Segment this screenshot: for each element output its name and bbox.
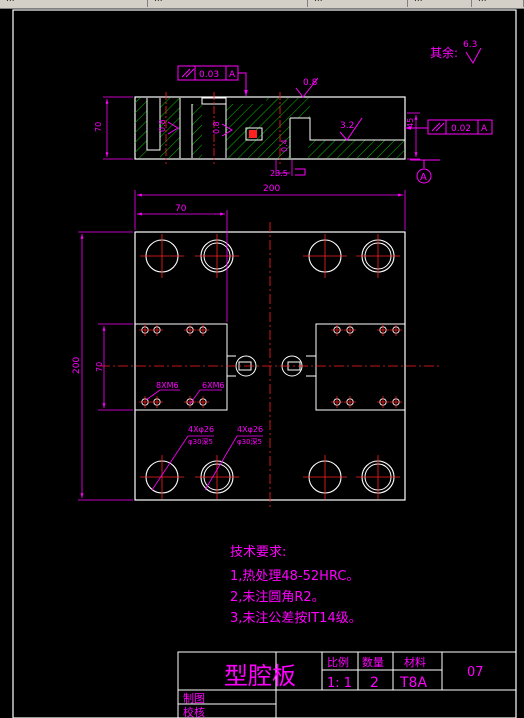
tab-3[interactable]: ... <box>308 0 408 7</box>
drawing-border <box>12 9 517 718</box>
svg-text:70: 70 <box>95 362 104 372</box>
threaded-hole <box>331 396 343 408</box>
threaded-hole <box>151 396 163 408</box>
svg-text:A: A <box>229 70 236 80</box>
svg-text:0.4: 0.4 <box>280 139 289 152</box>
parallelism-tolerance-frame: 0.02 A <box>405 119 493 135</box>
hatch-2 <box>160 98 180 158</box>
svg-text:8XM6: 8XM6 <box>156 381 179 390</box>
svg-text:数量: 数量 <box>362 656 384 669</box>
bore-hole <box>195 455 239 499</box>
general-roughness-note: 其余: 6.3 <box>430 40 482 64</box>
hatch-7 <box>290 98 310 118</box>
svg-text:1: 1: 1: 1 <box>327 676 352 691</box>
threaded-hole <box>344 324 356 336</box>
threaded-hole <box>139 324 151 336</box>
svg-text:T8A: T8A <box>399 675 427 691</box>
svg-text:φ30深5: φ30深5 <box>237 437 262 446</box>
note-3: 3,未注公差按IT14级。 <box>230 611 362 626</box>
svg-text:0.8: 0.8 <box>303 78 318 88</box>
svg-text:4Xφ26: 4Xφ26 <box>188 425 214 434</box>
svg-text:0.02: 0.02 <box>451 124 471 134</box>
bore-hole <box>356 234 400 278</box>
svg-text:0.8: 0.8 <box>158 119 167 132</box>
threaded-hole <box>139 396 151 408</box>
threaded-hole <box>377 396 389 408</box>
flatness-tolerance-frame: 0.03 A <box>177 65 248 96</box>
threaded-hole <box>197 324 209 336</box>
svg-text:4Xφ26: 4Xφ26 <box>237 425 263 434</box>
technical-requirements: 技术要求: 1,热处理48-52HRC。 2,未注圆角R2。 3,未注公差按IT… <box>230 545 362 626</box>
pocket-left <box>134 323 228 411</box>
svg-text:校核: 校核 <box>183 705 205 718</box>
svg-text:A: A <box>481 124 488 134</box>
hatch-5 <box>266 98 290 158</box>
tab-4[interactable]: ... <box>408 0 472 7</box>
hole-callouts: 8XM6 6XM6 4Xφ26 φ30深5 4Xφ26 φ30深5 <box>145 381 263 491</box>
bore-hole <box>303 234 347 278</box>
svg-text:A: A <box>420 172 427 183</box>
pocket-right <box>315 323 406 411</box>
bore-hole <box>195 234 239 278</box>
threaded-hole <box>184 324 196 336</box>
bore-hole <box>140 234 184 278</box>
plan-view <box>100 222 440 510</box>
threaded-hole <box>377 324 389 336</box>
datum-a-symbol: A <box>410 159 440 184</box>
document-tab-bar: ... ... ... ... ... <box>0 0 524 9</box>
bore-hole <box>140 455 184 499</box>
tab-1[interactable]: ... <box>0 0 148 7</box>
part-name: 型腔板 <box>224 662 296 690</box>
section-dimensions: 70 45 23.5 <box>94 96 420 178</box>
svg-text:材料: 材料 <box>404 655 426 669</box>
threaded-hole <box>151 324 163 336</box>
threaded-hole <box>184 396 196 408</box>
svg-text:3.2: 3.2 <box>340 121 354 131</box>
svg-text:0.8: 0.8 <box>212 121 221 134</box>
svg-text:45: 45 <box>406 118 415 128</box>
bore-hole <box>303 455 347 499</box>
guide-bores <box>140 234 400 499</box>
title-block: 型腔板 比例 数量 材料 1: 1 2 T8A 07 制图 校核 <box>177 651 517 718</box>
threaded-hole <box>390 396 402 408</box>
svg-text:23.5: 23.5 <box>270 169 288 178</box>
svg-text:200: 200 <box>263 184 280 194</box>
threaded-hole <box>344 396 356 408</box>
svg-text:2: 2 <box>370 675 379 691</box>
hatch-3 <box>192 104 202 158</box>
hatch-6 <box>308 140 405 158</box>
svg-text:200: 200 <box>72 357 82 374</box>
plan-dimensions: 200 70 200 70 <box>72 184 406 501</box>
note-1: 1,热处理48-52HRC。 <box>230 569 359 584</box>
drawing-number: 07 <box>467 665 484 680</box>
svg-text:6XM6: 6XM6 <box>202 381 225 390</box>
section-view <box>134 92 406 164</box>
svg-text:70: 70 <box>175 204 187 214</box>
threaded-holes <box>139 324 402 408</box>
svg-text:比例: 比例 <box>327 655 349 669</box>
threaded-hole <box>331 324 343 336</box>
tab-2[interactable]: ... <box>148 0 308 7</box>
note-2: 2,未注圆角R2。 <box>230 590 325 605</box>
roughness-symbols: 0.8 3.2 0.8 0.8 0.4 <box>158 77 363 152</box>
svg-text:其余:: 其余: <box>430 45 458 60</box>
notes-title: 技术要求: <box>230 545 286 560</box>
svg-text:0.03: 0.03 <box>199 70 219 80</box>
svg-text:制图: 制图 <box>183 692 205 705</box>
svg-text:6.3: 6.3 <box>463 40 477 50</box>
bore-hole <box>356 455 400 499</box>
threaded-hole <box>197 396 209 408</box>
svg-text:70: 70 <box>94 122 103 132</box>
threaded-hole <box>390 324 402 336</box>
svg-text:φ30深5: φ30深5 <box>188 437 213 446</box>
hatch-1 <box>135 98 147 158</box>
